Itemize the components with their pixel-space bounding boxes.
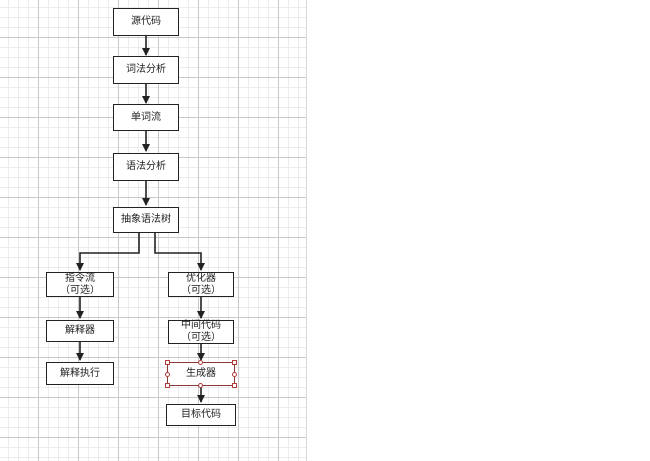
node-token-stream[interactable]: 单词流 <box>113 104 179 131</box>
resize-handle-top-right[interactable] <box>232 360 237 365</box>
diagram-canvas[interactable]: 源代码 词法分析 单词流 语法分析 抽象语法树 指令流 （可选） 解释器 解释执… <box>0 0 307 461</box>
resize-handle-top-left[interactable] <box>165 360 170 365</box>
edges-layer <box>76 36 205 403</box>
resize-handle-bottom-left[interactable] <box>165 383 170 388</box>
node-instruction-stream[interactable]: 指令流 （可选） <box>46 272 114 297</box>
node-interpreter-label: 解释器 <box>65 325 95 336</box>
node-intermediate-code[interactable]: 中间代码 （可选） <box>168 320 234 344</box>
node-instruction-stream-label: 指令流 <box>65 272 95 284</box>
node-token-stream-label: 单词流 <box>131 111 161 123</box>
node-syntax-analysis-label: 语法分析 <box>126 161 166 172</box>
node-optimizer-note: （可选） <box>181 284 221 296</box>
node-target-code[interactable]: 目标代码 <box>166 404 236 426</box>
node-interpret-execute[interactable]: 解释执行 <box>46 362 114 385</box>
node-instruction-stream-note: （可选） <box>60 284 100 296</box>
connect-handle-left[interactable] <box>165 372 170 377</box>
node-syntax-analysis[interactable]: 语法分析 <box>113 153 179 181</box>
node-ast[interactable]: 抽象语法树 <box>113 207 179 233</box>
node-interpreter[interactable]: 解释器 <box>46 320 114 342</box>
edge-ast-to-optimizer[interactable] <box>154 233 205 271</box>
resize-handle-bottom-right[interactable] <box>232 383 237 388</box>
node-intermediate-code-note: （可选） <box>181 332 221 343</box>
edge-ast-to-instruction-stream[interactable] <box>76 233 140 271</box>
node-generator-label: 生成器 <box>186 368 216 379</box>
node-target-code-label: 目标代码 <box>181 409 221 420</box>
node-lexical-analysis[interactable]: 词法分析 <box>113 56 179 84</box>
connect-handle-right[interactable] <box>232 372 237 377</box>
node-intermediate-code-label: 中间代码 <box>181 320 221 331</box>
node-optimizer-label: 优化器 <box>186 272 216 284</box>
node-optimizer[interactable]: 优化器 （可选） <box>168 272 234 297</box>
node-source-code[interactable]: 源代码 <box>113 8 179 36</box>
connect-handle-bottom[interactable] <box>198 383 203 388</box>
connect-handle-top[interactable] <box>198 360 203 365</box>
node-generator[interactable]: 生成器 <box>165 360 237 388</box>
node-ast-label: 抽象语法树 <box>121 214 171 225</box>
node-interpret-execute-label: 解释执行 <box>60 367 100 379</box>
node-source-code-label: 源代码 <box>131 16 161 27</box>
node-lexical-analysis-label: 词法分析 <box>126 64 166 75</box>
